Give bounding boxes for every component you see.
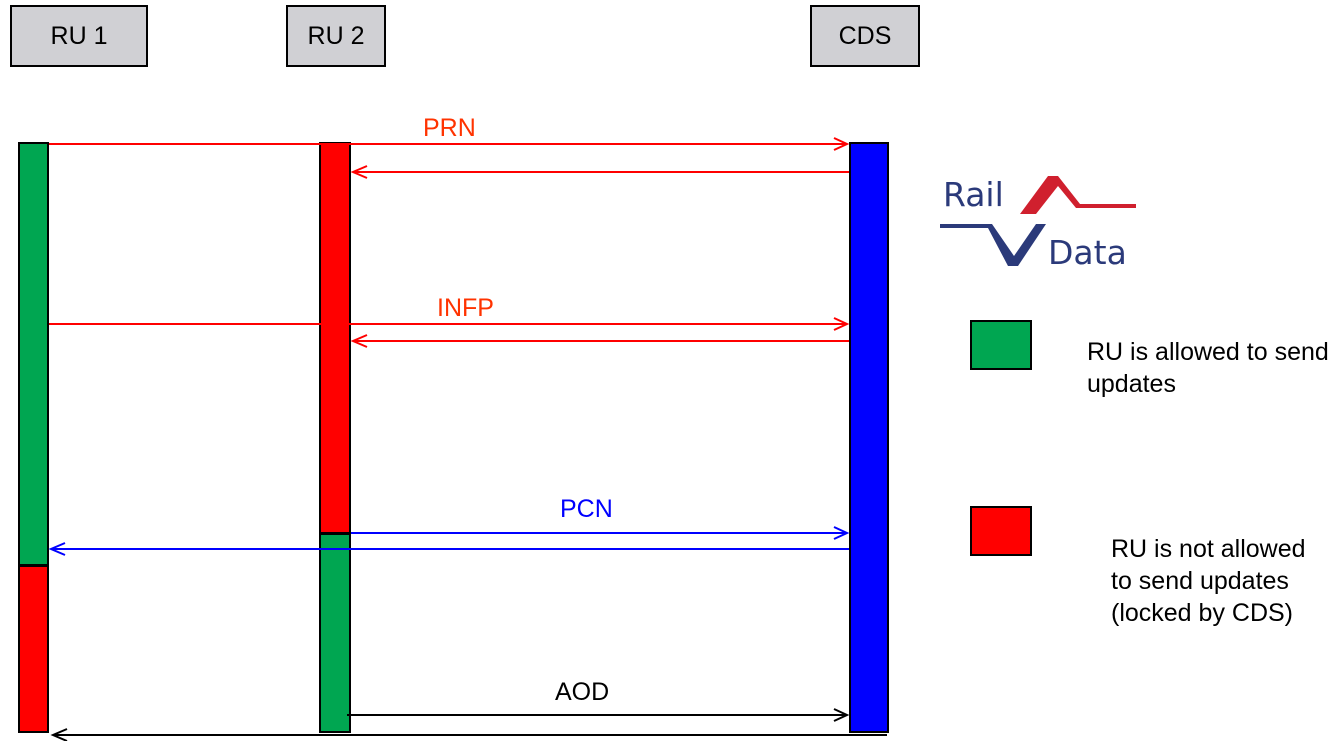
- pcn-to-ru1-arrowhead: [48, 542, 66, 556]
- rail-data-logo-graphic: Rail Data: [940, 175, 1136, 272]
- legend-locked-text: RU is not allowed to send updates (locke…: [1111, 535, 1306, 627]
- logo-navy-chevron: [940, 224, 1046, 266]
- aod-to-cds-arrowhead: [833, 708, 850, 722]
- infp-label: INFP: [437, 294, 494, 322]
- ru1-allowed-bar: [18, 142, 49, 566]
- rail-data-logo: Rail Data: [940, 168, 1140, 278]
- legend-locked-swatch: [970, 506, 1032, 556]
- infp-response-arrowhead: [350, 334, 368, 348]
- cds-bar: [849, 142, 889, 733]
- pcn-to-cds-arrowhead: [833, 526, 850, 540]
- aod-label: AOD: [555, 678, 610, 706]
- ru1-locked-bar: [18, 565, 49, 733]
- actor-cds: CDS: [810, 5, 920, 67]
- actor-ru2-label: RU 2: [307, 21, 365, 50]
- actor-ru1-label: RU 1: [50, 21, 108, 50]
- legend-allowed-swatch: [970, 320, 1032, 370]
- aod-to-ru1-arrowhead: [50, 728, 68, 741]
- prn-label: PRN: [423, 114, 476, 142]
- logo-red-chevron: [1020, 176, 1136, 214]
- pcn-label: PCN: [560, 495, 613, 523]
- infp-request-arrowhead: [833, 317, 850, 331]
- logo-text-data: Data: [1048, 233, 1127, 272]
- actor-ru1: RU 1: [10, 5, 148, 67]
- logo-text-rail: Rail: [943, 175, 1004, 214]
- actor-cds-label: CDS: [838, 21, 892, 50]
- prn-response-arrowhead: [350, 165, 368, 179]
- prn-request-arrowhead: [833, 137, 850, 151]
- ru2-locked-bar: [319, 142, 351, 534]
- legend-allowed-text: RU is allowed to send updates: [1087, 338, 1329, 398]
- actor-ru2: RU 2: [286, 5, 386, 67]
- ru2-allowed-bar: [319, 533, 351, 733]
